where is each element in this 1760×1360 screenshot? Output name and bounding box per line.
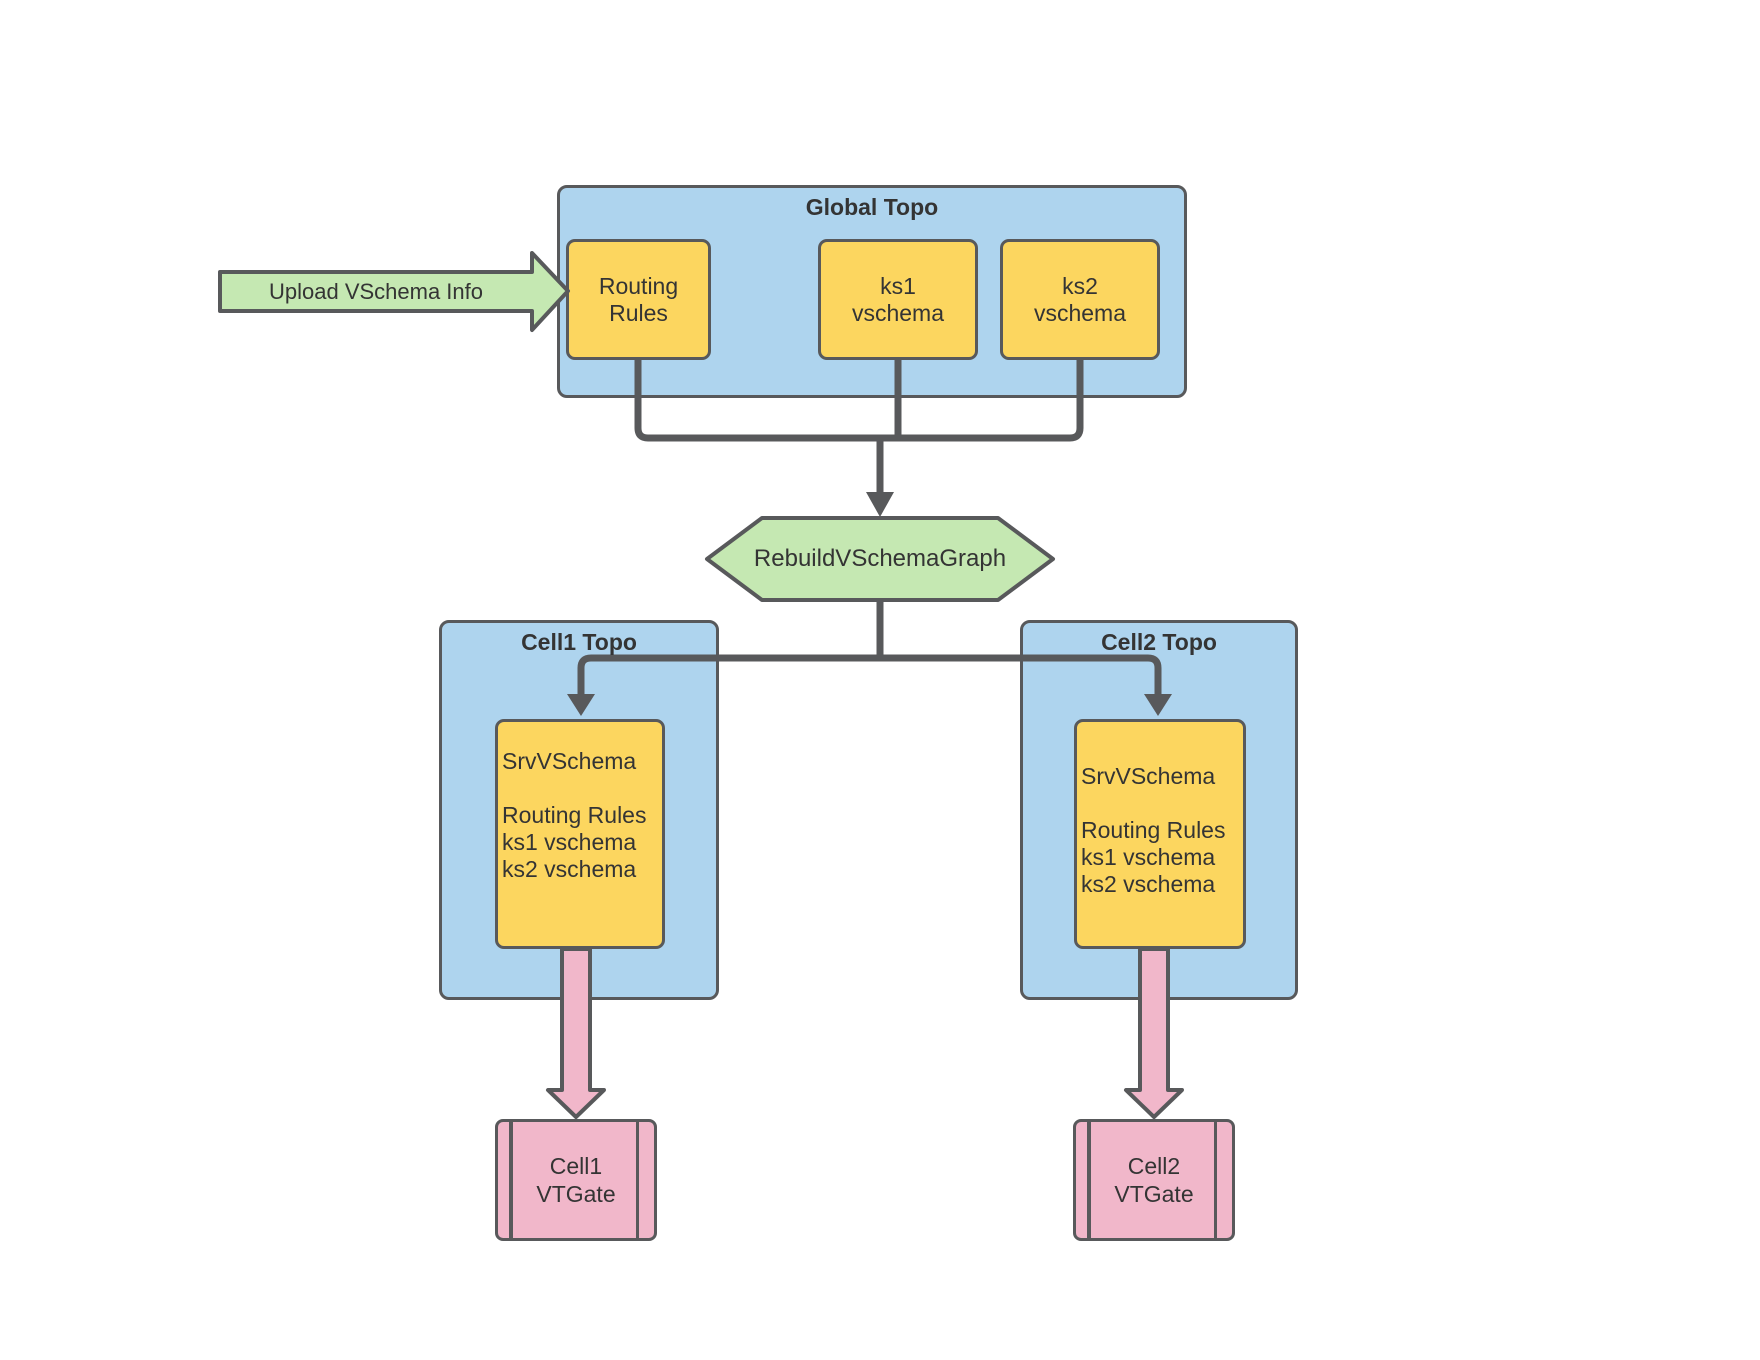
- upload-arrow-label: Upload VSchema Info: [268, 278, 484, 304]
- ks1-vschema-label: ks1 vschema: [851, 272, 945, 326]
- routing-rules-node: [566, 239, 711, 360]
- predefined-process-line: [509, 1122, 513, 1238]
- cell2-srvvschema-label: SrvVSchema Routing Rules ks1 vschema ks2…: [1081, 763, 1226, 897]
- cell1-vtgate-node: [495, 1119, 657, 1241]
- cell2-topo-title: Cell2 Topo: [1101, 629, 1217, 655]
- routing-rules-label: Routing Rules: [598, 272, 679, 326]
- ks2-vschema-label: ks2 vschema: [1033, 272, 1127, 326]
- predefined-process-line: [1087, 1122, 1091, 1238]
- cell1-topo-title: Cell1 Topo: [521, 629, 637, 655]
- cell1-srvvschema-node: [495, 719, 665, 949]
- cell1-vtgate-label: Cell1 VTGate: [536, 1153, 616, 1207]
- global-topo-title: Global Topo: [805, 194, 939, 220]
- cell2-vtgate-label: Cell2 VTGate: [1114, 1153, 1194, 1207]
- connector-arrowhead: [866, 492, 894, 517]
- predefined-process-line: [635, 1122, 639, 1238]
- rebuild-vschema-label: RebuildVSchemaGraph: [753, 545, 1007, 572]
- ks2-vschema-node: [1000, 239, 1160, 360]
- predefined-process-line: [1213, 1122, 1217, 1238]
- cell2-vtgate-node: [1073, 1119, 1235, 1241]
- cell1-srvvschema-label: SrvVSchema Routing Rules ks1 vschema ks2…: [502, 748, 647, 882]
- cell2-srvvschema-node: [1074, 719, 1246, 949]
